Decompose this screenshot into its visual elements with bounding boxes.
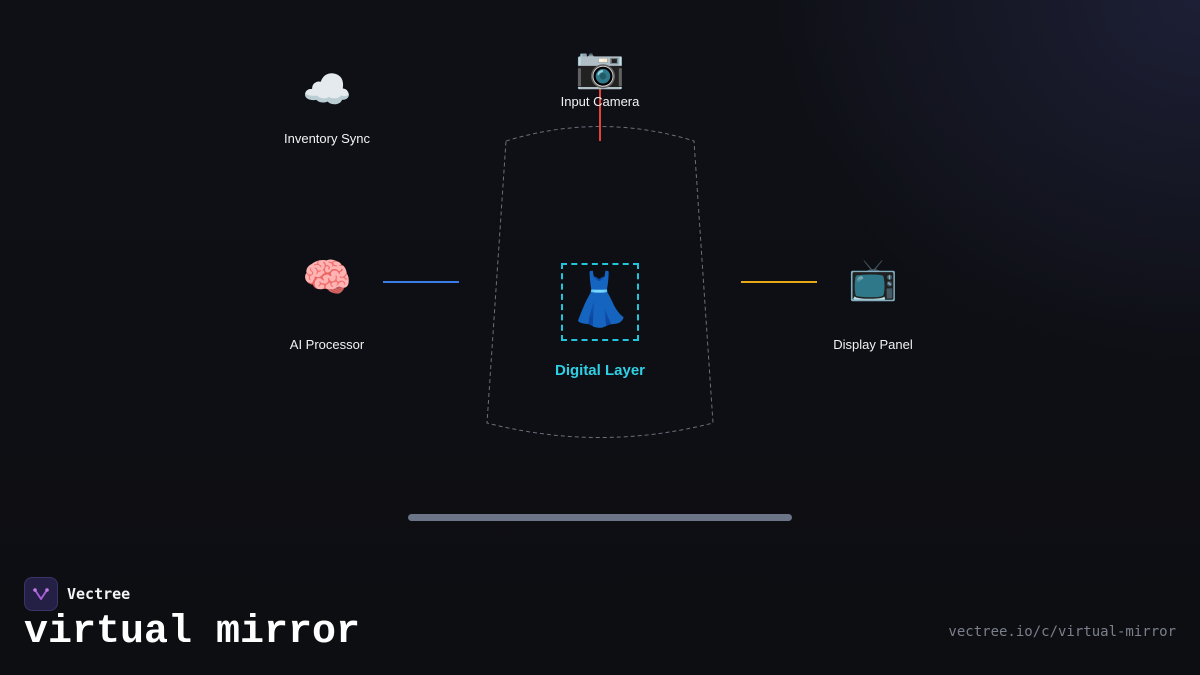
digital-layer-node: 👗 — [561, 263, 639, 341]
vectree-logo-icon — [24, 577, 58, 611]
dress-icon: 👗 — [567, 271, 633, 329]
brain-icon: 🧠 — [302, 256, 352, 300]
mirror-frame-outline — [486, 126, 714, 438]
vectree-logo-mark — [33, 588, 49, 600]
node-inventory-sync: ☁️ Inventory Sync — [247, 66, 407, 147]
television-icon: 📺 — [848, 258, 898, 302]
display-panel-label: Display Panel — [833, 337, 913, 352]
page-url[interactable]: vectree.io/c/virtual-mirror — [948, 624, 1176, 640]
mirror-base-bar — [408, 514, 792, 521]
ai-processor-label: AI Processor — [289, 337, 365, 352]
brand-name: Vectree — [67, 585, 131, 603]
node-input-camera: 📷 Input Camera — [520, 44, 680, 110]
input-camera-label: Input Camera — [560, 94, 640, 109]
inventory-sync-label: Inventory Sync — [284, 131, 370, 146]
node-display-panel: 📺 Display Panel — [793, 256, 953, 353]
page-title: virtual mirror — [24, 610, 361, 655]
brand: Vectree — [24, 577, 130, 611]
digital-layer-label: Digital Layer — [554, 362, 646, 379]
camera-icon: 📷 — [575, 46, 625, 90]
cloud-icon: ☁️ — [302, 68, 352, 112]
node-ai-processor: 🧠 AI Processor — [247, 254, 407, 353]
